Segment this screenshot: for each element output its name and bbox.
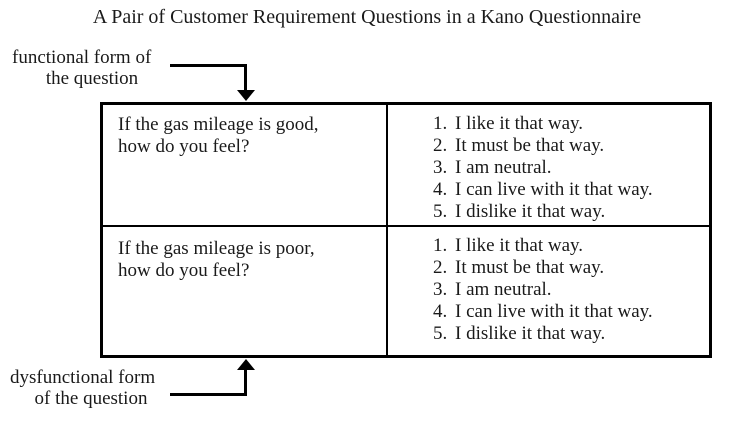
question-line: If the gas mileage is good, — [118, 114, 319, 135]
arrow-up-icon — [237, 359, 255, 370]
question-cell-dysfunctional: If the gas mileage is poor, how do you f… — [103, 227, 388, 355]
option-item: 3. I am neutral. — [433, 157, 705, 179]
question-line: how do you feel? — [118, 260, 250, 281]
question-cell-functional: If the gas mileage is good, how do you f… — [103, 105, 388, 227]
option-text: I dislike it that way. — [455, 323, 606, 344]
option-item: 4. I can live with it that way. — [433, 179, 705, 201]
option-text: I can live with it that way. — [455, 179, 653, 200]
option-text: I am neutral. — [455, 279, 552, 300]
functional-form-label-line1: functional form of — [12, 47, 152, 68]
dysfunctional-arrow-horizontal-line — [170, 393, 247, 396]
option-text: It must be that way. — [455, 257, 605, 278]
dysfunctional-form-label: dysfunctional form of the question — [10, 367, 172, 409]
kano-questionnaire-table: If the gas mileage is good, how do you f… — [100, 102, 712, 358]
option-number: 4. — [433, 179, 448, 200]
option-item: 1. I like it that way. — [433, 113, 705, 135]
option-number: 2. — [433, 257, 448, 278]
dysfunctional-arrow-vertical-line — [244, 369, 247, 396]
option-number: 3. — [433, 279, 448, 300]
options-cell-functional: 1. I like it that way. 2. It must be that … — [388, 105, 709, 227]
dysfunctional-form-label-line1: dysfunctional form — [10, 367, 156, 388]
option-number: 1. — [433, 113, 448, 134]
options-cell-dysfunctional: 1. I like it that way. 2. It must be that … — [388, 227, 709, 355]
option-item: 5. I dislike it that way. — [433, 201, 705, 223]
functional-form-label-line2: the question — [45, 68, 139, 89]
arrow-down-icon — [237, 90, 255, 101]
option-number: 5. — [433, 201, 448, 222]
option-text: I can live with it that way. — [455, 301, 653, 322]
functional-form-label: functional form of the question — [12, 47, 172, 89]
option-text: I like it that way. — [455, 113, 584, 134]
option-item: 3. I am neutral. — [433, 279, 705, 301]
functional-arrow-vertical-line — [244, 64, 247, 91]
option-item: 5. I dislike it that way. — [433, 323, 705, 345]
option-item: 2. It must be that way. — [433, 135, 705, 157]
dysfunctional-form-label-line2: of the question — [34, 388, 148, 409]
option-item: 1. I like it that way. — [433, 235, 705, 257]
option-number: 4. — [433, 301, 448, 322]
option-item: 2. It must be that way. — [433, 257, 705, 279]
option-text: I dislike it that way. — [455, 201, 606, 222]
option-text: I am neutral. — [455, 157, 552, 178]
question-line: how do you feel? — [118, 136, 250, 157]
option-text: It must be that way. — [455, 135, 605, 156]
figure-title: A Pair of Customer Requirement Questions… — [92, 6, 642, 28]
question-line: If the gas mileage is poor, — [118, 238, 315, 259]
option-number: 3. — [433, 157, 448, 178]
option-number: 5. — [433, 323, 448, 344]
option-text: I like it that way. — [455, 235, 584, 256]
functional-arrow-horizontal-line — [170, 64, 247, 67]
option-item: 4. I can live with it that way. — [433, 301, 705, 323]
option-number: 2. — [433, 135, 448, 156]
option-number: 1. — [433, 235, 448, 256]
